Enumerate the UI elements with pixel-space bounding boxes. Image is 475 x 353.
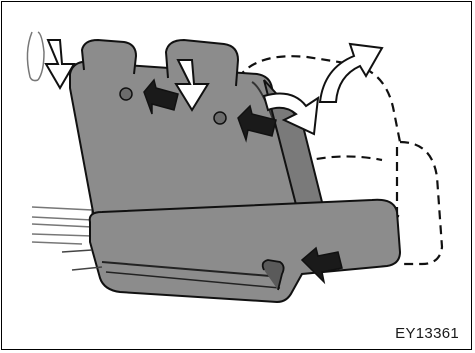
headrest-left bbox=[82, 40, 136, 74]
figure-code: EY13361 bbox=[395, 325, 459, 342]
seat-cushion bbox=[90, 200, 400, 302]
